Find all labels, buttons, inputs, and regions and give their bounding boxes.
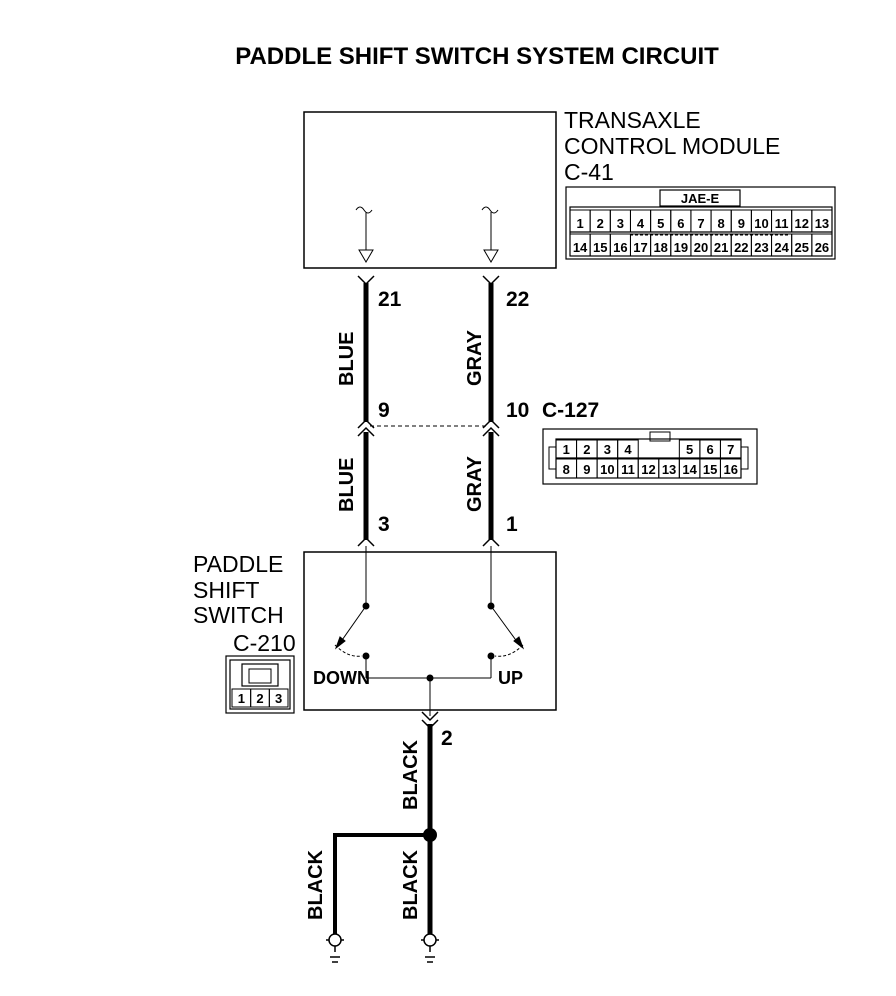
- c127-pin-cell: [719, 458, 742, 479]
- c210-pin-label: 3: [275, 691, 282, 706]
- ground-symbol-right: [421, 933, 439, 963]
- c41-pin-label: 9: [738, 216, 745, 231]
- c127-pin-9-label: 9: [378, 399, 390, 422]
- c127-connector-label: C-127: [542, 399, 599, 422]
- c41-pin-label: 15: [593, 240, 607, 255]
- switch-name-line2: SHIFT: [193, 577, 259, 603]
- c127-pin-label: 2: [583, 442, 590, 457]
- c41-pin-label: 18: [653, 240, 667, 255]
- c41-pin-label: 6: [677, 216, 684, 231]
- pin-22-label: 22: [506, 288, 529, 311]
- c41-pin-label: 19: [674, 240, 688, 255]
- c41-pin-label: 24: [774, 240, 789, 255]
- c127-pin-label: 10: [600, 462, 614, 477]
- c127-junction: [357, 418, 500, 437]
- c41-pin-label: 5: [657, 216, 664, 231]
- tcm-terminal-left: [355, 206, 374, 263]
- wire-black-main: [421, 711, 439, 934]
- c210-pin-label: 2: [256, 691, 263, 706]
- c41-pin-label: 1: [576, 216, 583, 231]
- c41-pin-label: 23: [754, 240, 768, 255]
- c41-pin-label: 10: [754, 216, 768, 231]
- c41-pin-label: 8: [718, 216, 725, 231]
- ground-pin-2-label: 2: [441, 727, 453, 750]
- c127-pin-label: 8: [563, 462, 570, 477]
- up-switch-contact: [487, 546, 525, 678]
- wire-color-black-main: BLACK: [400, 739, 422, 810]
- c127-pin-label: 15: [703, 462, 717, 477]
- wire-color-gray-lower: GRAY: [464, 455, 486, 512]
- c127-pin-label: 9: [583, 462, 590, 477]
- wire-color-black-left: BLACK: [305, 849, 327, 920]
- c41-pin-cell: [811, 209, 833, 233]
- wire-gray-upper: [482, 275, 500, 422]
- switch-name-line1: PADDLE: [193, 551, 283, 577]
- c127-pin-label: 1: [563, 442, 570, 457]
- c41-pin-label: 3: [617, 216, 624, 231]
- c210-pin-label: 1: [238, 691, 245, 706]
- c210-pin-cell: [268, 688, 289, 708]
- tcm-terminal-right: [481, 206, 499, 263]
- c127-pin-label: 6: [707, 442, 714, 457]
- c210-connector-label: C-210: [233, 630, 296, 656]
- c41-pin-label: 16: [613, 240, 627, 255]
- c41-pin-label: 11: [775, 216, 789, 231]
- c127-pin-label: 11: [621, 462, 635, 477]
- c127-pin-label: 7: [727, 442, 734, 457]
- c127-pin-label: 4: [624, 442, 632, 457]
- c127-pin-label: 3: [604, 442, 611, 457]
- c127-pin-cell: [719, 439, 742, 459]
- wire-color-blue-lower: BLUE: [336, 458, 358, 512]
- switch-pin-1-label: 1: [506, 513, 518, 536]
- c127-pin-label: 5: [686, 442, 693, 457]
- c41-pin-label: 13: [815, 216, 829, 231]
- wire-color-gray-upper: GRAY: [464, 329, 486, 386]
- diagram-title: PADDLE SHIFT SWITCH SYSTEM CIRCUIT: [235, 43, 719, 70]
- c41-pin-label: 25: [795, 240, 809, 255]
- tcm-connector-label: C-41: [564, 159, 614, 185]
- switch-name-line3: SWITCH: [193, 602, 284, 628]
- ground-symbol-left: [326, 933, 344, 963]
- pin-21-label: 21: [378, 288, 402, 311]
- c41-pin-label: 22: [734, 240, 748, 255]
- c41-pin-label: 7: [697, 216, 704, 231]
- switch-entry-terminals: [357, 536, 500, 547]
- tcm-box: [303, 111, 557, 269]
- wire-blue-upper: [357, 275, 375, 422]
- down-switch-contact: [334, 546, 370, 678]
- down-label: DOWN: [313, 668, 370, 688]
- tcm-name-line2: CONTROL MODULE: [564, 133, 780, 159]
- switch-pin-3-label: 3: [378, 513, 390, 536]
- up-label: UP: [498, 668, 523, 688]
- c127-pin-cell: [617, 439, 639, 459]
- c127-pin-label: 12: [641, 462, 655, 477]
- c127-pin-label: 16: [723, 462, 737, 477]
- c127-pin-label: 13: [662, 462, 676, 477]
- c41-pin-label: 26: [815, 240, 829, 255]
- c41-pin-label: 14: [573, 240, 588, 255]
- tcm-name-line1: TRANSAXLE: [564, 107, 701, 133]
- wire-color-black-right: BLACK: [400, 849, 422, 920]
- c41-pin-label: 2: [597, 216, 604, 231]
- c41-pin-label: 17: [633, 240, 647, 255]
- c41-connector-type: JAE-E: [681, 191, 720, 206]
- c41-pin-label: 21: [714, 240, 728, 255]
- wire-black-branch: [333, 833, 430, 934]
- c41-pin-label: 20: [694, 240, 708, 255]
- wire-color-blue-upper: BLUE: [336, 332, 358, 386]
- c127-pin-10-label: 10: [506, 399, 529, 422]
- c41-pin-label: 4: [637, 216, 645, 231]
- c41-pin-cell: [811, 233, 833, 257]
- c127-pin-label: 14: [682, 462, 697, 477]
- switch-common-line: [366, 674, 491, 716]
- c41-pin-label: 12: [795, 216, 809, 231]
